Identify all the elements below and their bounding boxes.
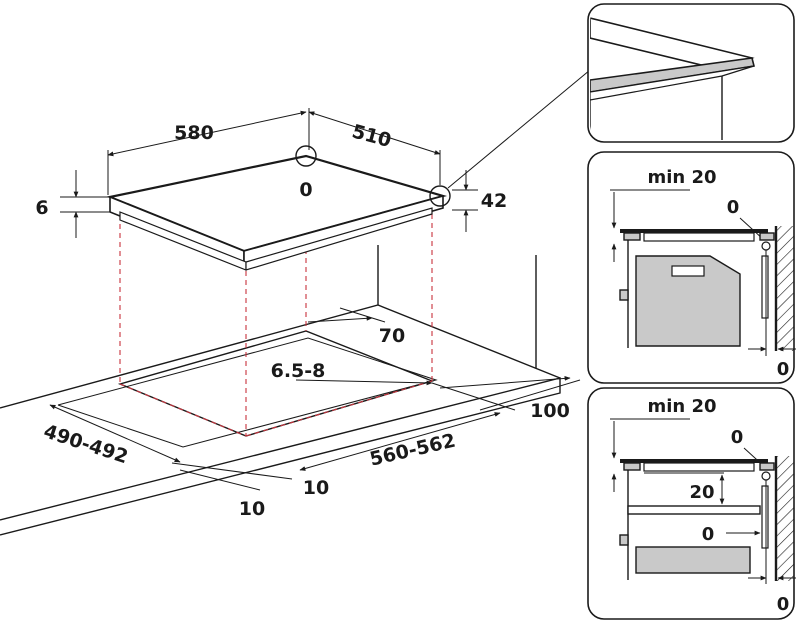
detail-bottom-shelf-gap: 20 (689, 482, 714, 503)
dim-cutout-depth: 490-492 (41, 420, 131, 468)
detail-panel-top: min 20 0 0 (587, 151, 796, 384)
dim-side-gap-b: 10 (239, 498, 265, 520)
dim-cutout-width: 560-562 (368, 430, 458, 471)
dim-cutout-radius: 6.5-8 (271, 360, 326, 382)
countertop-dimension-lines (49, 307, 581, 491)
dim-corner-top: 0 (299, 179, 312, 201)
detail-top-wall-gap: 0 (777, 359, 790, 380)
dim-rear-gap: 70 (379, 325, 405, 347)
detail-bottom-edge-gap: 0 (731, 427, 744, 448)
detail-bottom-wall-gap: 0 (777, 594, 790, 615)
detail-panel-bottom: min 20 0 20 0 0 (587, 387, 796, 620)
main-view: 580 510 0 6 42 70 6.5-8 490-492 560-562 … (0, 69, 591, 536)
countertop-cutout (57, 330, 438, 448)
edge-zoom-detail (587, 3, 795, 143)
detail-bottom-min-label: min 20 (647, 396, 716, 417)
dim-side-gap-a: 10 (303, 477, 329, 499)
dim-height: 42 (481, 190, 507, 212)
projection-lines (119, 205, 433, 437)
detail-top-edge-gap: 0 (727, 197, 740, 218)
detail-top-min-label: min 20 (647, 167, 716, 188)
dim-depth: 510 (350, 120, 394, 152)
dim-front-gap: 100 (530, 400, 570, 422)
countertop (0, 245, 561, 536)
corner-marker-right (429, 185, 451, 207)
dim-width: 580 (174, 122, 214, 144)
dim-thickness: 6 (35, 197, 48, 219)
hob (106, 145, 451, 271)
detail-bottom-drawer-gap: 0 (702, 524, 715, 545)
hob-dimension-lines (60, 69, 591, 238)
